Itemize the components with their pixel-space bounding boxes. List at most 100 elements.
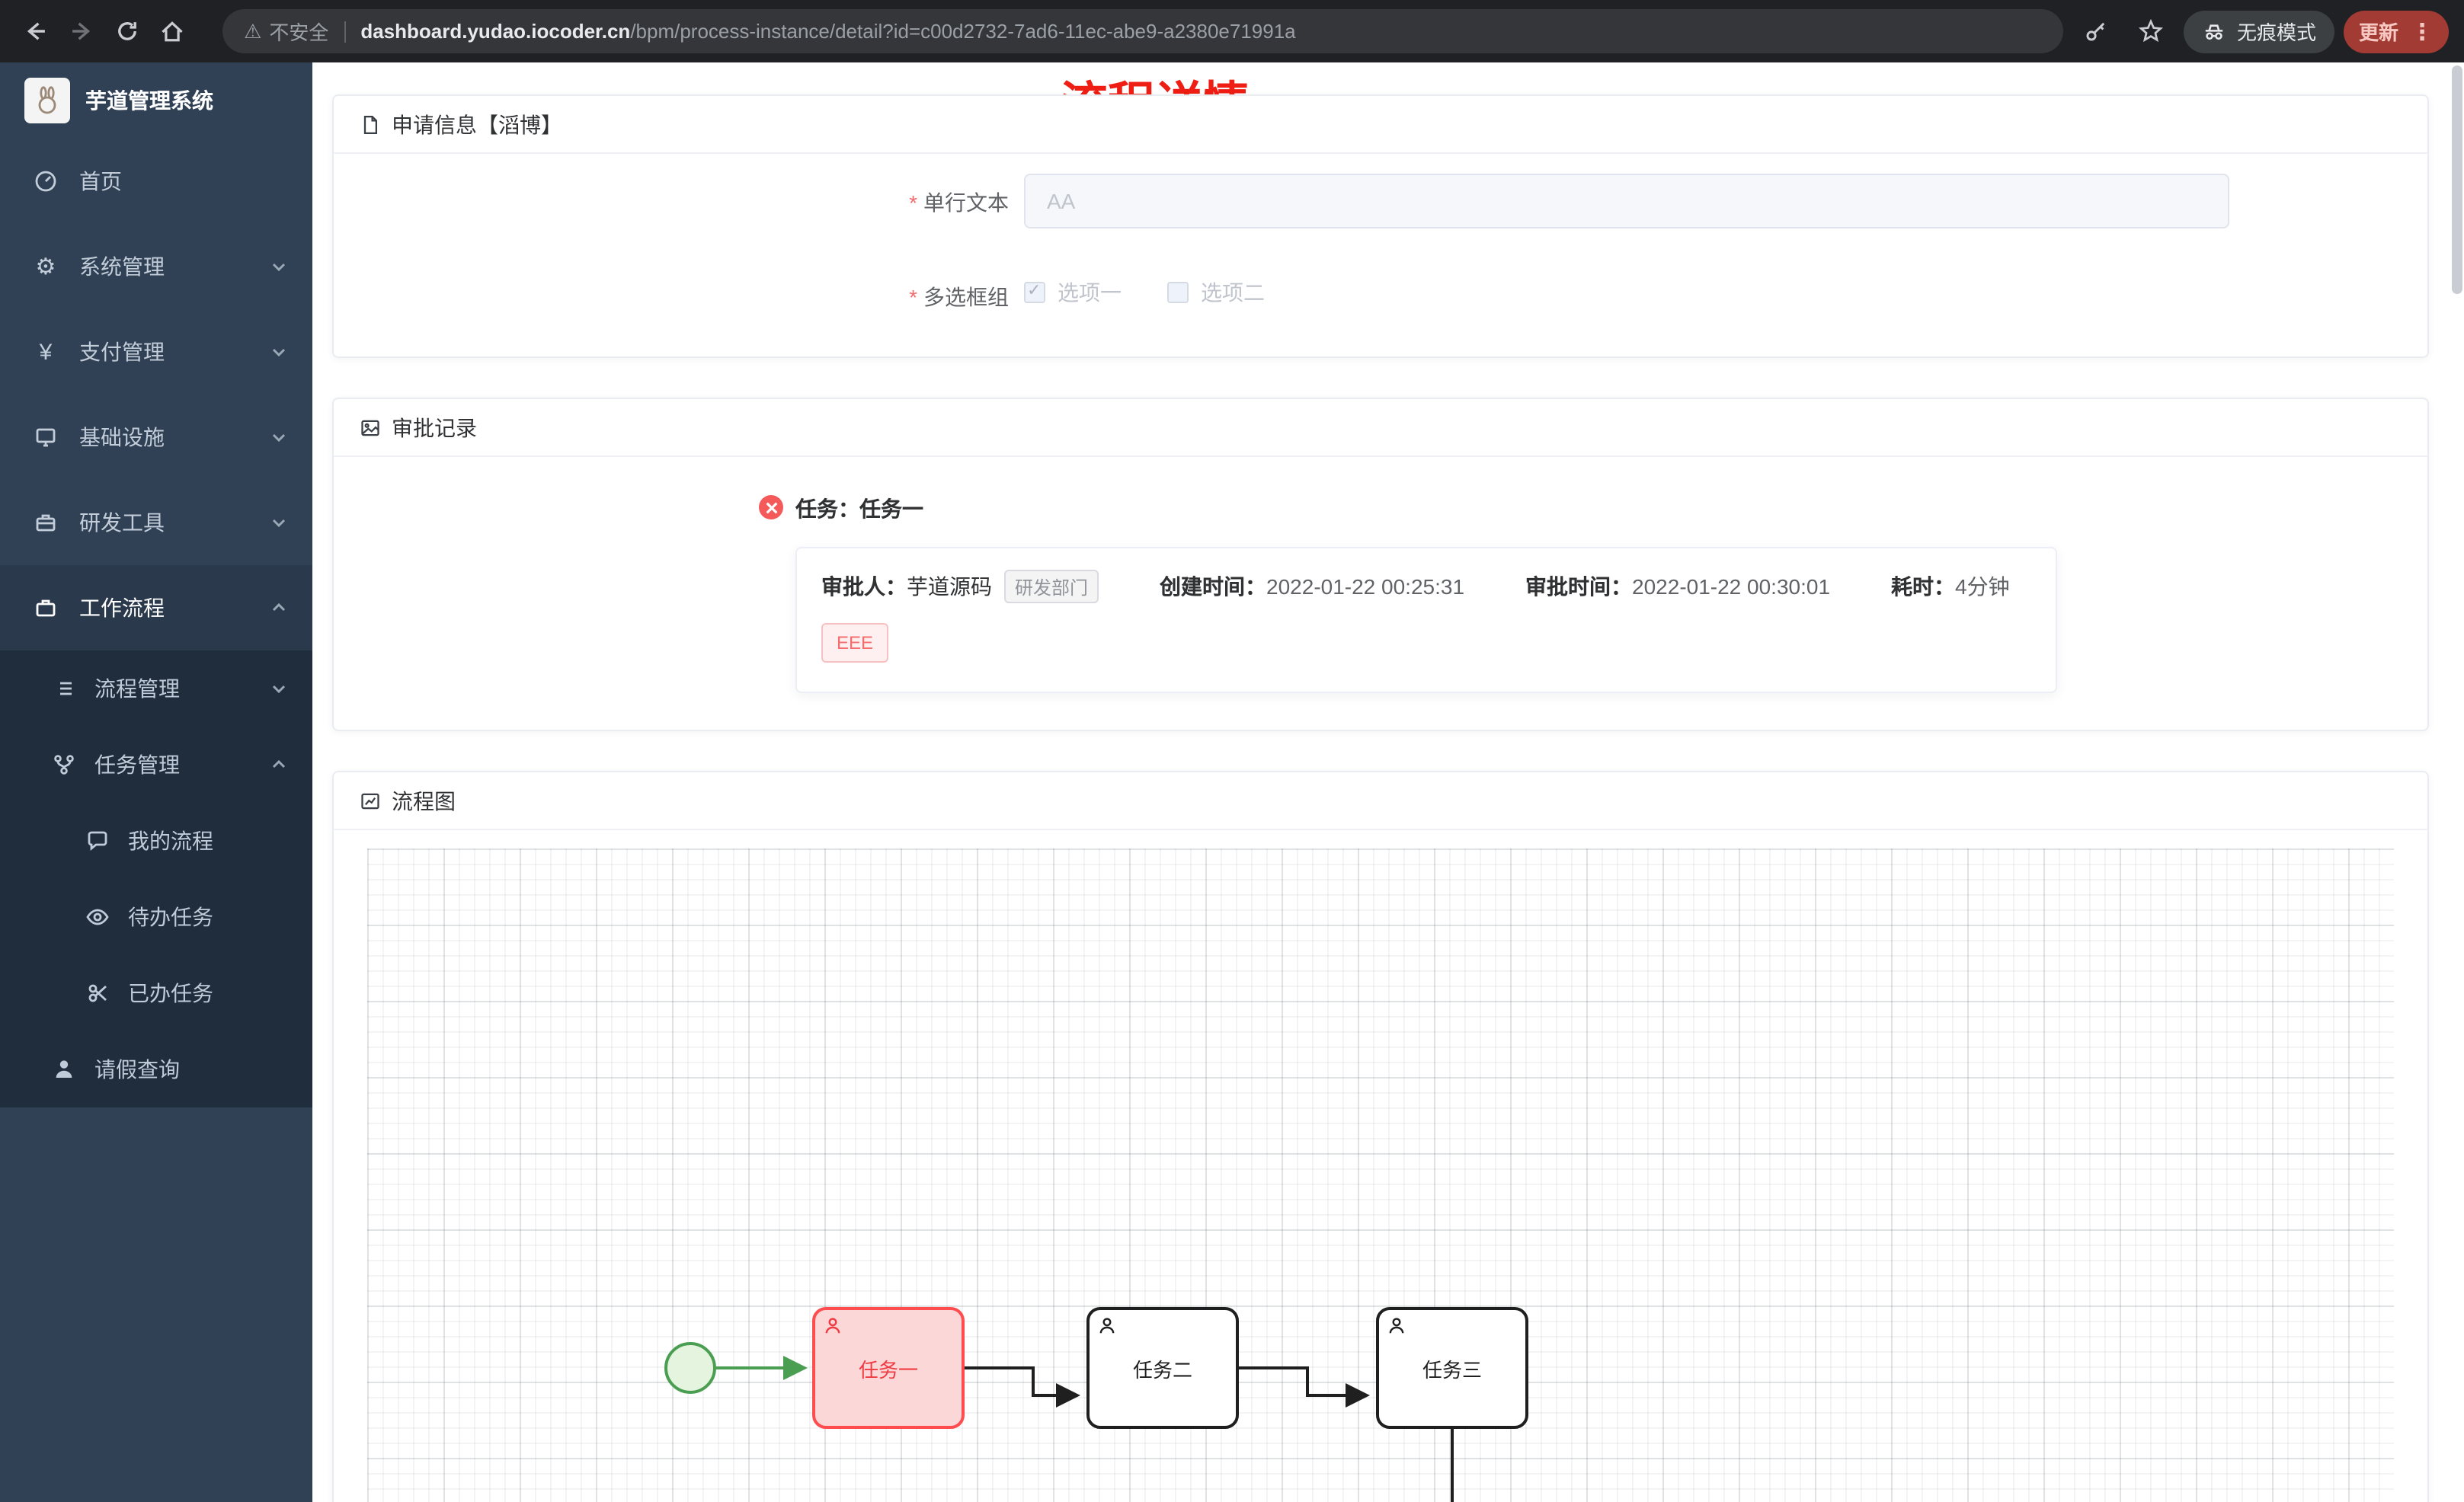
sidebar-item-my-process[interactable]: 我的流程 — [0, 803, 312, 879]
sidebar-item-label: 系统管理 — [79, 254, 165, 279]
task-node-label: 任务二 — [1132, 1358, 1192, 1381]
sidebar-item-todo-tasks[interactable]: 待办任务 — [0, 879, 312, 955]
home-icon[interactable] — [149, 8, 195, 54]
approve-time-label: 审批时间： — [1525, 574, 1633, 599]
task-node-3[interactable]: 任务三 — [1376, 1307, 1528, 1429]
address-bar[interactable]: ⚠ 不安全 dashboard.yudao.iocoder.cn /bpm/pr… — [222, 9, 2063, 53]
approval-record-card: 审批记录 任务：任务一 审批人： 芋道源码 研发部门 创建时间： 2022-01… — [332, 398, 2429, 731]
chevron-down-icon — [270, 343, 288, 361]
reload-icon[interactable] — [104, 8, 149, 54]
approver-label: 审批人： — [821, 574, 907, 599]
card-title: 申请信息【滔博】 — [392, 112, 562, 136]
checkbox-checked-icon[interactable] — [1024, 280, 1045, 303]
key-icon[interactable] — [2074, 8, 2120, 54]
task-node-label: 任务三 — [1422, 1358, 1482, 1381]
sidebar-item-label: 工作流程 — [79, 596, 165, 620]
gear-icon: ⚙ — [35, 254, 56, 280]
warning-icon: ⚠ — [244, 19, 262, 42]
checkbox-group: 选项一 选项二 — [1024, 277, 1265, 308]
scrollbar[interactable] — [2452, 66, 2462, 1499]
chevron-up-icon — [270, 599, 288, 617]
url-host: dashboard.yudao.iocoder.cn — [360, 20, 631, 43]
sidebar-item-home[interactable]: 首页 — [0, 139, 312, 224]
approval-meta-row: 审批人： 芋道源码 研发部门 创建时间： 2022-01-22 00:25:31… — [821, 570, 2031, 603]
field-label-text: *单行文本 — [334, 187, 1009, 218]
bookmark-star-icon[interactable] — [2129, 8, 2174, 54]
chevron-down-icon — [270, 513, 288, 532]
sidebar-item-label: 流程管理 — [94, 676, 180, 701]
start-event-node[interactable] — [664, 1342, 716, 1394]
incognito-label: 无痕模式 — [2236, 21, 2316, 44]
checkbox-label: 选项一 — [1058, 280, 1122, 305]
sidebar-item-label: 研发工具 — [79, 510, 165, 535]
sidebar-item-devtools[interactable]: 研发工具 — [0, 480, 312, 565]
dashboard-icon — [34, 169, 58, 193]
single-line-text-input[interactable] — [1024, 174, 2229, 228]
checkbox-option-2[interactable]: 选项二 — [1167, 277, 1265, 308]
sidebar-item-label: 请假查询 — [94, 1057, 180, 1082]
sidebar-item-label: 任务管理 — [94, 753, 180, 777]
dept-tag: 研发部门 — [1004, 570, 1099, 603]
field-label: 多选框组 — [923, 285, 1009, 309]
monitor-icon — [34, 425, 58, 449]
approval-record-card-header: 审批记录 — [334, 399, 2427, 457]
toolbar-right: 无痕模式 更新 ⋮ — [2074, 0, 2464, 62]
approval-detail-card: 审批人： 芋道源码 研发部门 创建时间： 2022-01-22 00:25:31… — [795, 547, 2057, 693]
back-icon[interactable] — [12, 8, 58, 54]
user-icon — [52, 1057, 76, 1082]
comment-tag: EEE — [821, 623, 889, 663]
url-path: /bpm/process-instance/detail?id=c00d2732… — [630, 20, 1296, 43]
diagram-icon — [360, 790, 381, 811]
branch-icon — [52, 753, 76, 777]
incognito-icon — [2202, 19, 2226, 43]
yen-icon: ¥ — [39, 339, 53, 365]
sidebar-item-leave-query[interactable]: 请假查询 — [0, 1031, 312, 1107]
sidebar-item-workflow[interactable]: 工作流程 — [0, 565, 312, 650]
workflow-submenu: 流程管理 任务管理 我的流程 — [0, 650, 312, 1107]
task-title: 任务：任务一 — [795, 497, 923, 521]
sidebar-item-system[interactable]: ⚙ 系统管理 — [0, 224, 312, 309]
sidebar-item-infra[interactable]: 基础设施 — [0, 395, 312, 480]
card-title: 流程图 — [392, 788, 456, 813]
chevron-down-icon — [270, 257, 288, 276]
security-label: 不安全 — [269, 21, 329, 44]
required-mark: * — [909, 190, 917, 215]
sidebar-item-done-tasks[interactable]: 已办任务 — [0, 955, 312, 1031]
required-mark: * — [909, 285, 917, 309]
field-label-text: *多选框组 — [334, 282, 1009, 312]
sidebar-item-payment[interactable]: ¥ 支付管理 — [0, 309, 312, 395]
task-node-1[interactable]: 任务一 — [812, 1307, 965, 1429]
incognito-badge[interactable]: 无痕模式 — [2183, 10, 2334, 53]
eye-icon — [85, 905, 110, 929]
approve-time-value: 2022-01-22 00:30:01 — [1632, 574, 1831, 599]
chevron-down-icon — [270, 428, 288, 446]
checkbox-option-1[interactable]: 选项一 — [1024, 277, 1122, 308]
done-icon — [85, 981, 110, 1005]
task-node-2[interactable]: 任务二 — [1086, 1307, 1239, 1429]
create-time-value: 2022-01-22 00:25:31 — [1266, 574, 1465, 599]
update-button[interactable]: 更新 ⋮ — [2343, 10, 2449, 53]
forward-icon[interactable] — [58, 8, 104, 54]
user-task-icon — [1387, 1316, 1406, 1336]
checkbox-unchecked-icon[interactable] — [1167, 282, 1189, 303]
bpmn-canvas[interactable]: 任务一 任务二 任务三 — [367, 848, 2394, 1502]
app-logo[interactable]: 芋道管理系统 — [0, 62, 312, 139]
flow-diagram-card: 流程图 — [332, 771, 2429, 1502]
sidebar-item-label: 支付管理 — [79, 340, 165, 364]
task-node-label: 任务一 — [858, 1358, 918, 1381]
approver-name: 芋道源码 — [907, 574, 992, 599]
create-time-label: 创建时间： — [1160, 574, 1267, 599]
sidebar-item-task-mgmt[interactable]: 任务管理 — [0, 727, 312, 803]
url-divider — [344, 21, 346, 42]
sidebar-item-process-mgmt[interactable]: 流程管理 — [0, 650, 312, 727]
chevron-up-icon — [270, 756, 288, 774]
toolbox-icon — [34, 510, 58, 535]
sidebar-item-label: 基础设施 — [79, 425, 165, 449]
field-label: 单行文本 — [923, 190, 1009, 215]
scrollbar-thumb[interactable] — [2452, 66, 2462, 294]
main-content: 流程详情 申请信息【滔博】 *单行文本 *多选框组 选项一 选项二 — [312, 62, 2464, 1502]
apply-info-card-header: 申请信息【滔博】 — [334, 96, 2427, 154]
card-title: 审批记录 — [392, 415, 477, 439]
more-menu-icon[interactable]: ⋮ — [2411, 19, 2434, 45]
